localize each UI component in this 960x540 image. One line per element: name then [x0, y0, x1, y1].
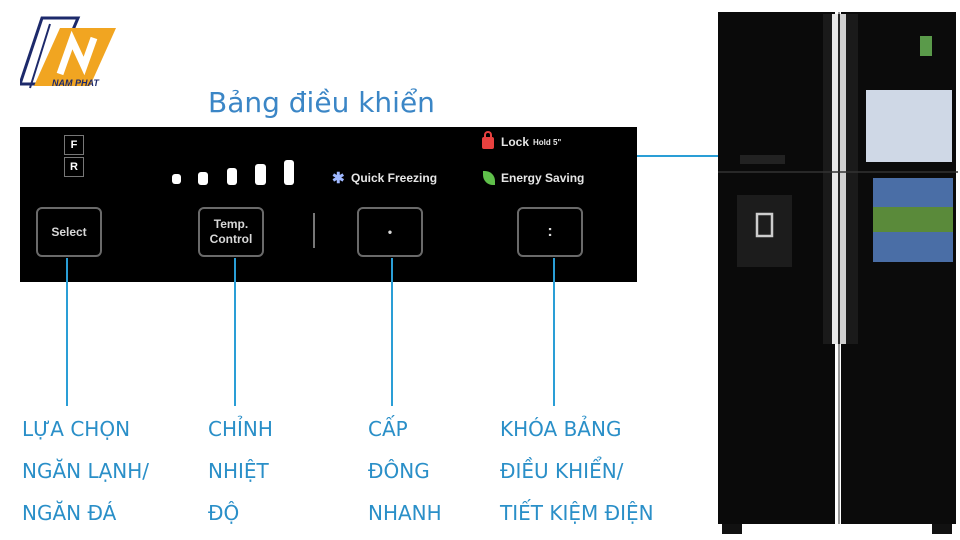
lock-label: Lock	[501, 135, 530, 149]
temp-level-2	[198, 172, 208, 185]
lock-hint: Hold 5"	[533, 138, 562, 147]
temp-level-3	[227, 168, 237, 185]
leaf-icon	[483, 171, 495, 185]
freezer-indicator: F	[64, 135, 84, 155]
control-panel: F R ✱ Quick Freezing Lock Hold 5" Energy…	[20, 127, 637, 282]
label-select-compartment: LỰA CHỌN NGĂN LẠNH/ NGĂN ĐÁ	[22, 417, 150, 525]
label-temp-control: CHỈNH NHIỆT ĐỘ	[208, 417, 273, 525]
fridge-indicator: R	[64, 157, 84, 177]
temp-level-4	[255, 164, 266, 185]
energy-saving-label: Energy Saving	[501, 171, 585, 185]
connector-line	[553, 258, 555, 406]
connector-line	[391, 258, 393, 406]
quick-freezing-label: Quick Freezing	[351, 171, 438, 185]
page-title: Bảng điều khiển	[208, 86, 435, 119]
lock-energy-button[interactable]: :	[517, 207, 583, 257]
nam-phat-logo	[20, 16, 116, 89]
snowflake-icon: ✱	[332, 170, 345, 187]
connector-line	[234, 258, 236, 406]
temp-control-button[interactable]: Temp. Control	[198, 207, 264, 257]
label-lock-energy: KHÓA BẢNG ĐIỀU KHIỂN/ TIẾT KIỆM ĐIỆN	[500, 417, 654, 525]
select-button[interactable]: Select	[36, 207, 102, 257]
logo-text: NAM PHAT	[52, 78, 99, 88]
temp-level-5	[284, 160, 294, 185]
refrigerator-image	[718, 12, 958, 534]
divider	[313, 213, 315, 248]
lock-shackle	[484, 131, 492, 139]
lock-icon	[482, 137, 494, 149]
connector-line	[66, 258, 68, 406]
label-quick-freeze: CẤP ĐÔNG NHANH	[368, 417, 442, 525]
connector-line	[637, 155, 745, 157]
temp-level-1	[172, 174, 181, 184]
quick-freeze-button[interactable]: •	[357, 207, 423, 257]
